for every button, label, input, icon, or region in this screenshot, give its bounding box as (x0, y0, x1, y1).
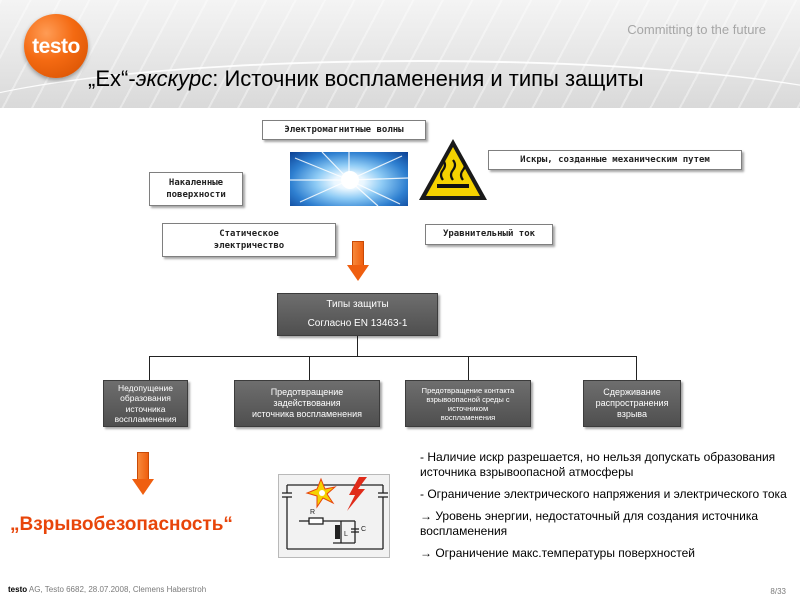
protection-standard: Согласно EN 13463-1 (307, 318, 408, 329)
circuit-drawing: R L C (282, 477, 388, 550)
protection-types-box: Типы защиты Согласно EN 13463-1 (277, 293, 438, 336)
method-4-line2: распространения (595, 398, 669, 409)
arrow-head (132, 479, 154, 495)
logo-text: testo (32, 35, 80, 58)
explanation-item-1: - Наличие искр разрешается, но нельзя до… (420, 450, 776, 479)
explanation-item-2: - Ограничение электрического напряжения … (420, 487, 787, 501)
explanation-item-4: → Ограничение макс.температуры поверхнос… (420, 546, 695, 560)
source-em-waves: Электромагнитные волны (262, 120, 426, 140)
method-2-line3: источника воспламенения (251, 408, 363, 419)
connector-drop-1 (149, 356, 150, 380)
arrow-shaft (137, 452, 149, 479)
method-box-1: Недопущение образования источника воспла… (103, 380, 188, 427)
title-quote: „Ex“- (88, 66, 136, 91)
testo-logo: testo (24, 14, 88, 78)
source-static-line1: Статическое (219, 228, 279, 239)
method-1-line3: источника (125, 403, 166, 414)
source-static-electricity: Статическое электричество (162, 223, 336, 257)
page-number: 8/33 (770, 587, 786, 596)
connector-horizontal (149, 356, 637, 357)
connector-vertical-main (357, 336, 358, 356)
source-mechanical-sparks-label: Искры, созданные механическим путем (520, 154, 710, 165)
explosion-image (290, 152, 408, 206)
method-2-line1: Предотвращение (270, 387, 344, 398)
slide-header: testo Committing to the future „Ex“-экск… (0, 0, 800, 108)
source-static-line2: электричество (213, 241, 285, 251)
connector-drop-4 (636, 356, 637, 380)
slide-title: „Ex“-экскурс: Источник воспламенения и т… (88, 66, 644, 92)
title-italic: экскурс (135, 66, 213, 91)
arrow-down-icon (132, 452, 154, 496)
method-1-line2: образования (120, 393, 171, 404)
method-1-line1: Недопущение (117, 383, 173, 394)
method-2-line2: задействования (273, 398, 341, 409)
source-equalizing-current: Уравнительный ток (425, 224, 553, 245)
method-4-line1: Сдерживание (603, 387, 661, 398)
circuit-c-label: C (361, 526, 366, 533)
protection-title: Типы защиты (326, 299, 389, 310)
circuit-diagram: R L C (278, 474, 390, 558)
arrow-head (347, 265, 369, 281)
method-box-2: Предотвращение задействования источника … (234, 380, 380, 427)
source-hot-surfaces: Накаленные поверхности (149, 172, 243, 206)
hot-surface-warning-icon (419, 139, 487, 200)
method-4-line3: взрыва (617, 408, 647, 419)
method-3-line4: воспламенения (440, 412, 496, 422)
method-3-line1: Предотвращение контакта (421, 385, 515, 395)
method-box-3: Предотвращение контакта взрывоопасной ср… (405, 380, 531, 427)
footer-details: AG, Testo 6682, 28.07.2008, Clemens Habe… (27, 585, 207, 594)
source-em-waves-label: Электромагнитные волны (284, 124, 404, 135)
source-hot-surfaces-line2: поверхности (166, 190, 226, 200)
title-rest: : Источник воспламенения и типы защиты (212, 66, 644, 91)
arrow-shaft (352, 241, 364, 265)
source-hot-surfaces-line1: Накаленные (168, 177, 224, 188)
method-box-4: Сдерживание распространения взрыва (583, 380, 681, 427)
footer-info: testo AG, Testo 6682, 28.07.2008, Clemen… (8, 585, 206, 594)
method-1-line4: воспламенения (114, 413, 177, 424)
explanation-list: - Наличие искр разрешается, но нельзя до… (420, 450, 792, 568)
source-mechanical-sparks: Искры, созданные механическим путем (488, 150, 742, 170)
footer-brand: testo (8, 585, 28, 594)
circuit-l-label: L (344, 531, 348, 538)
explanation-item-3: → Уровень энергии, недостаточный для соз… (420, 509, 759, 538)
explosion-protection-label: „Взрывобезопасность“ (10, 514, 233, 535)
connector-drop-3 (468, 356, 469, 380)
circuit-r-label: R (310, 509, 315, 516)
tagline: Committing to the future (627, 22, 766, 37)
connector-drop-2 (309, 356, 310, 380)
method-3-line2: взрывоопасной среды с (426, 394, 510, 404)
method-3-line3: источником (447, 403, 489, 413)
header-swoosh (0, 60, 800, 108)
arrow-down-icon (347, 241, 369, 283)
explosion-rays (290, 152, 408, 206)
source-equalizing-current-label: Уравнительный ток (442, 229, 536, 240)
